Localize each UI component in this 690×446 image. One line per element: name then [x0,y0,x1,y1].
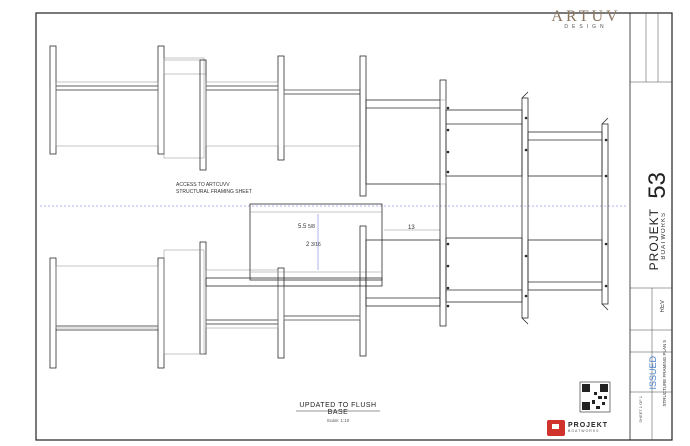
company-name: BOATWORKS [661,212,667,260]
frame-group-6 [527,117,609,311]
dimension-vertical-b: 2 3/16 [306,242,321,248]
title-block-lines [630,13,672,440]
bolt-markers [446,106,608,308]
project-number: 53 [644,172,671,199]
sheet-title: STRUCTURE FRAMING PLAN 5 [662,340,667,407]
center-bracket [205,203,440,287]
footer-logo-text: PROJEKT [568,422,609,429]
footer-logo-mark [547,420,565,436]
frame-group-5 [445,91,529,325]
dimension-horizontal: 13 [408,225,415,231]
note-line-1: ACCESS TO ARTCUVV [176,182,230,188]
footer-logo: PROJEKT BOATWORKS [568,422,608,433]
caption-title: UPDATED TO FLUSH BASE [299,402,377,416]
project-name: PROJEKT [647,208,661,271]
note-line-2: STRUCTURAL FRAMING SHEET [176,189,252,195]
note-text: ACCESS TO ARTCUVV STRUCTURAL FRAMING SHE… [176,182,252,196]
sheet-ref: SHEET 1 OF 1 [638,396,643,423]
title-block-frame [629,12,673,441]
sheet-border [35,12,673,441]
frame-group-4 [365,79,447,327]
drawing-caption: UPDATED TO FLUSH BASE Scale: 1:10 [290,402,386,423]
artuv-logo-sub: DESIGN [564,24,608,30]
caption-scale: Scale: 1:10 [326,418,350,423]
status-stamp: ISSUED [648,356,658,390]
artuv-logo: ARTUV DESIGN [544,8,628,30]
dimension-vertical-a: 5.5 5/8 [298,224,315,230]
qr-code [579,381,611,413]
frame-group-3 [283,55,367,357]
artuv-logo-text: ARTUV [551,8,621,25]
footer-logo-sub: BOATWORKS [568,429,600,433]
rev-label: REV [660,300,666,313]
frame-group-left [49,45,165,369]
frame-group-2 [163,55,285,359]
